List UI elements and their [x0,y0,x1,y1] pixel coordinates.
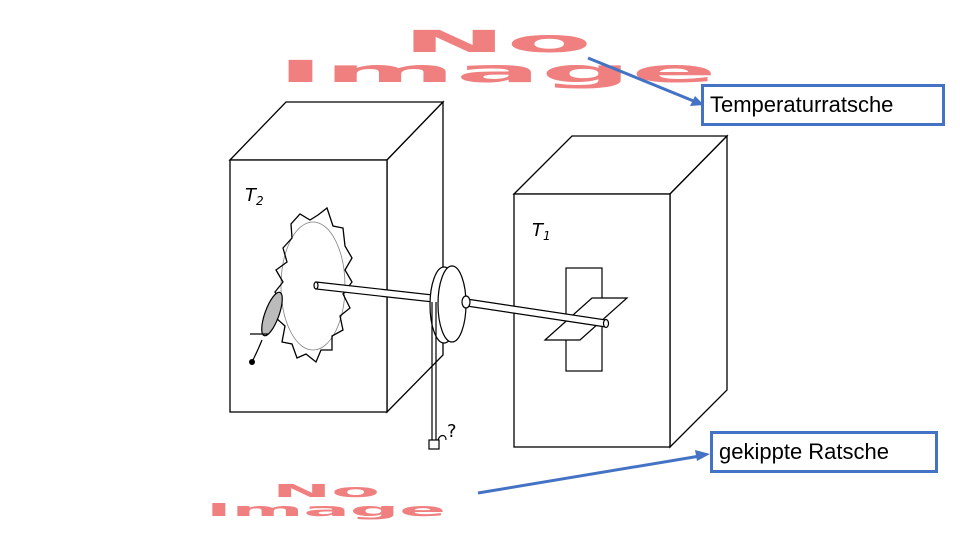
pawl [261,291,283,337]
temperature-ratchet-label: Temperaturratsche [710,92,894,117]
cold-box-front-face [513,193,671,448]
weight-string [428,302,447,450]
arrowhead-tilted-ratchet [695,450,710,461]
axle-end-right [602,318,610,329]
axle-end-left [313,281,319,290]
no-image-placeholder-top: No Image [277,25,717,90]
pulley-hub [461,295,471,309]
pawl-assembly [249,291,283,365]
placeholder-bottom-line1: No [272,481,380,502]
temperature-ratchet-label-box: Temperaturratsche [701,84,945,126]
pulley [429,265,471,344]
pawl-pivot [249,359,255,365]
arrow-to-temperature-ratchet [587,56,697,104]
arrowhead-temperature-ratchet [690,96,704,106]
tilted-ratchet-label: gekippte Ratsche [719,439,889,464]
placeholder-top-line1: No [402,25,592,60]
tilted-ratchet-label-box: gekippte Ratsche [710,431,938,473]
callout-arrows [477,56,710,495]
weight-unknown-label: ? [447,421,457,442]
arrow-to-tilted-ratchet [477,454,701,495]
weight-block [428,439,440,450]
hot-reservoir-box [228,100,445,414]
weight-hook [437,434,447,441]
placeholder-bottom-line2: Image [206,500,446,521]
cold-reservoir-box [512,134,729,449]
placeholder-top-line2: Image [277,55,717,90]
hot-box-label: T2 [245,185,264,208]
no-image-placeholder-bottom: No Image [206,481,446,521]
cold-box-label: T1 [532,220,551,243]
